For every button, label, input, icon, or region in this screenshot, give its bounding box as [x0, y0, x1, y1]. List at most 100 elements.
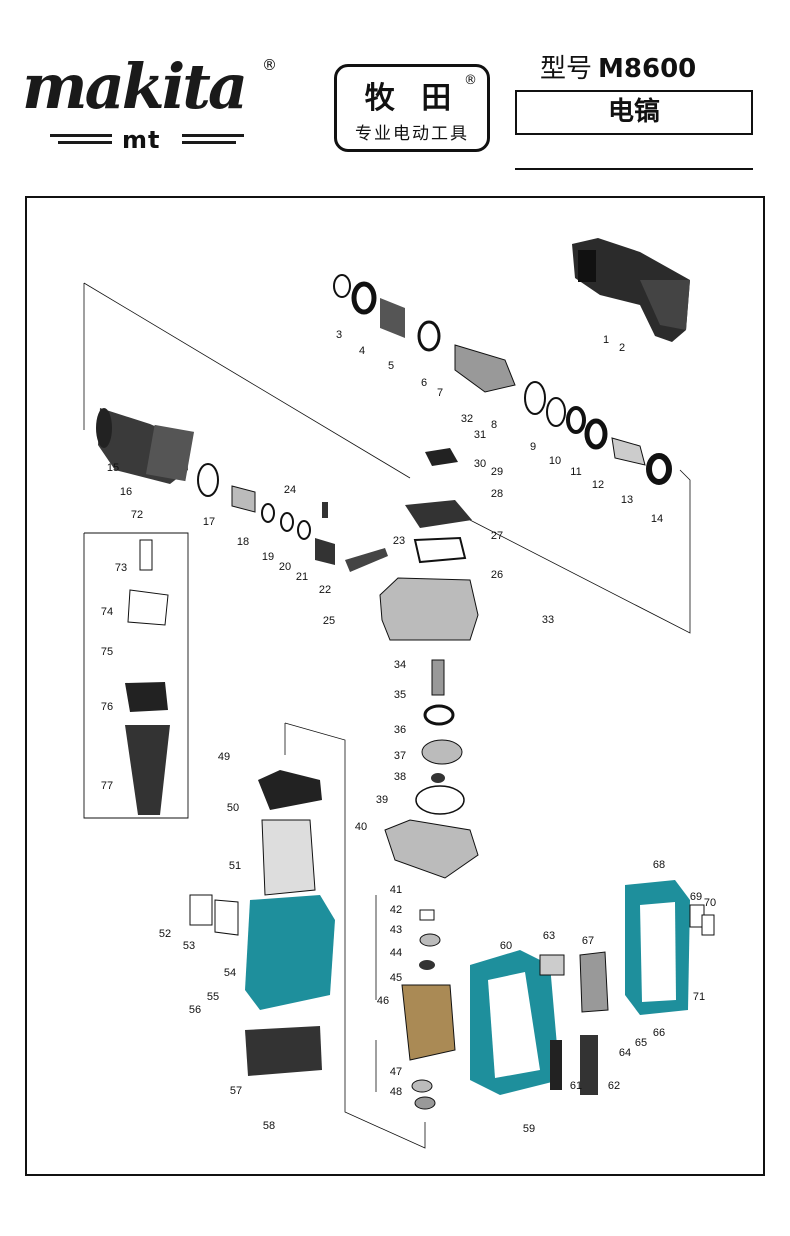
barrel-part-icon — [96, 408, 195, 484]
part-label-20: 20 — [279, 561, 291, 573]
diagram-frame — [25, 196, 765, 1176]
part-label-64: 64 — [619, 1047, 631, 1059]
part-label-44: 44 — [390, 947, 402, 959]
brand-wordmark: makita — [22, 50, 248, 123]
part-label-29: 29 — [491, 466, 503, 478]
part-label-3: 3 — [336, 329, 342, 341]
part-label-43: 43 — [390, 924, 402, 936]
brand-sub-mark: mt — [42, 126, 262, 154]
part-label-13: 13 — [621, 494, 633, 506]
part-label-14: 14 — [651, 513, 663, 525]
part-label-58: 58 — [263, 1120, 275, 1132]
part-label-48: 48 — [390, 1086, 402, 1098]
part-label-6: 6 — [421, 377, 427, 389]
part-label-69: 69 — [690, 891, 702, 903]
part-label-49: 49 — [218, 751, 230, 763]
part-label-30: 30 — [474, 458, 486, 470]
part-label-45: 45 — [390, 972, 402, 984]
part-label-21: 21 — [296, 571, 308, 583]
part-label-31: 31 — [474, 429, 486, 441]
part-label-36: 36 — [394, 724, 406, 736]
ring-parts-top-icon — [197, 274, 672, 540]
part-label-71: 71 — [693, 991, 705, 1003]
part-label-2: 2 — [619, 342, 625, 354]
part-label-37: 37 — [394, 750, 406, 762]
armature-part-icon — [401, 909, 456, 1110]
part-label-24: 24 — [284, 484, 296, 496]
part-label-41: 41 — [390, 884, 402, 896]
crank-housing-part-icon — [345, 448, 479, 641]
model-label: 型号 — [540, 54, 593, 84]
part-label-10: 10 — [549, 455, 561, 467]
part-label-75: 75 — [101, 646, 113, 658]
part-label-55: 55 — [207, 991, 219, 1003]
part-label-8: 8 — [491, 419, 497, 431]
tube-parts-icon — [231, 298, 646, 565]
product-type-box: 电镐 — [515, 90, 753, 135]
part-label-74: 74 — [101, 606, 113, 618]
part-label-70: 70 — [704, 897, 716, 909]
part-label-19: 19 — [262, 551, 274, 563]
motor-section-part-icon — [189, 770, 335, 1076]
part-label-50: 50 — [227, 802, 239, 814]
part-label-27: 27 — [491, 530, 503, 542]
part-label-25: 25 — [323, 615, 335, 627]
part-label-16: 16 — [120, 486, 132, 498]
part-label-33: 33 — [542, 614, 554, 626]
part-label-35: 35 — [394, 689, 406, 701]
part-label-42: 42 — [390, 904, 402, 916]
part-label-73: 73 — [115, 562, 127, 574]
gear-stack-part-icon — [384, 659, 479, 879]
assembly-guide-lines — [83, 282, 691, 1149]
part-label-66: 66 — [653, 1027, 665, 1039]
brand-registered-mark: ® — [262, 56, 277, 74]
part-label-51: 51 — [229, 860, 241, 872]
part-label-5: 5 — [388, 360, 394, 372]
part-label-9: 9 — [530, 441, 536, 453]
part-label-15: 15 — [107, 462, 119, 474]
brand-sub-text: mt — [122, 126, 161, 154]
part-label-62: 62 — [608, 1080, 620, 1092]
part-label-53: 53 — [183, 940, 195, 952]
chinese-brand-name: 牧 田 — [364, 81, 460, 116]
part-label-17: 17 — [203, 516, 215, 528]
part-label-7: 7 — [437, 387, 443, 399]
part-label-4: 4 — [359, 345, 365, 357]
part-label-61: 61 — [570, 1080, 582, 1092]
part-label-65: 65 — [635, 1037, 647, 1049]
chinese-brand-slogan: 专业电动工具 — [355, 124, 469, 144]
part-label-32: 32 — [461, 413, 473, 425]
chinese-brand-box: 牧 田 ® 专业电动工具 — [334, 64, 490, 152]
part-label-39: 39 — [376, 794, 388, 806]
part-label-46: 46 — [377, 995, 389, 1007]
part-label-68: 68 — [653, 859, 665, 871]
part-label-38: 38 — [394, 771, 406, 783]
switch-handle-part-icon — [470, 880, 715, 1095]
part-label-59: 59 — [523, 1123, 535, 1135]
part-label-26: 26 — [491, 569, 503, 581]
chinese-brand-registered-mark: ® — [464, 73, 477, 88]
part-label-47: 47 — [390, 1066, 402, 1078]
part-label-60: 60 — [500, 940, 512, 952]
part-label-77: 77 — [101, 780, 113, 792]
part-label-1: 1 — [603, 334, 609, 346]
part-label-56: 56 — [189, 1004, 201, 1016]
brand-sub-stripes-icon — [50, 134, 244, 144]
part-label-57: 57 — [230, 1085, 242, 1097]
part-label-11: 11 — [570, 466, 581, 478]
part-label-72: 72 — [131, 509, 143, 521]
header-divider — [515, 168, 753, 170]
part-label-40: 40 — [355, 821, 367, 833]
part-label-22: 22 — [319, 584, 331, 596]
rear-handle-part-icon — [572, 238, 690, 342]
part-label-18: 18 — [237, 536, 249, 548]
part-label-28: 28 — [491, 488, 503, 500]
part-label-67: 67 — [582, 935, 594, 947]
model-number: M8600 — [598, 54, 697, 84]
part-label-63: 63 — [543, 930, 555, 942]
part-label-34: 34 — [394, 659, 406, 671]
side-handle-part-icon — [125, 539, 170, 815]
part-label-23: 23 — [393, 535, 405, 547]
